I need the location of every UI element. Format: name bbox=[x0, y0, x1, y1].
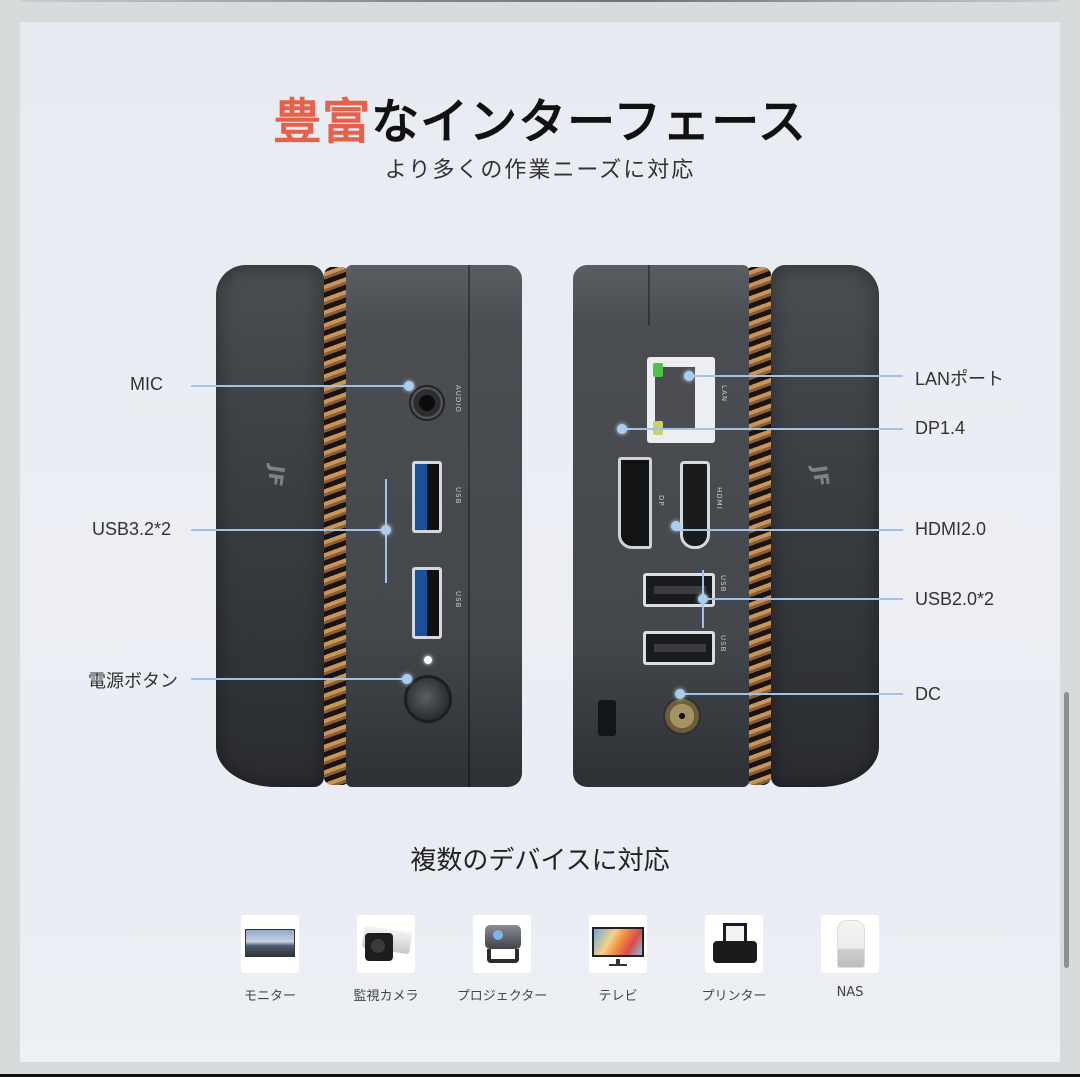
usb-port-label: USB bbox=[719, 575, 727, 593]
usb3-port-icon bbox=[412, 461, 442, 533]
brand-logo-icon: JF bbox=[807, 463, 835, 489]
security-lock-slot-icon bbox=[598, 700, 616, 736]
top-image-edge bbox=[20, 0, 1060, 2]
mini-pc-rear-view: JF LAN DP HDMI USB USB bbox=[573, 265, 879, 787]
power-led-icon bbox=[424, 656, 432, 664]
device-item-monitor: モニター bbox=[210, 915, 330, 1004]
title-rest: なインターフェース bbox=[371, 94, 807, 150]
device-label: モニター bbox=[243, 989, 296, 1004]
audio-jack-icon bbox=[409, 385, 445, 421]
callout-line-dp bbox=[622, 428, 903, 430]
callout-line-dc bbox=[682, 693, 903, 695]
device-label: 監視カメラ bbox=[353, 989, 419, 1004]
device-label: テレビ bbox=[598, 989, 638, 1004]
vertical-scrollbar[interactable] bbox=[1064, 692, 1069, 968]
audio-port-label: AUDIO bbox=[454, 385, 462, 413]
monitor-icon bbox=[241, 915, 299, 973]
callout-line-mic bbox=[191, 385, 413, 387]
nas-icon bbox=[821, 915, 879, 973]
callout-dot bbox=[402, 674, 412, 684]
supported-devices-list: モニター 監視カメラ プロジェクター テレビ bbox=[225, 915, 905, 1015]
usb-port-label: USB bbox=[719, 635, 727, 653]
brand-logo-icon: JF bbox=[262, 463, 290, 489]
title-accent: 豊富 bbox=[273, 94, 372, 150]
page-title: 豊富なインターフェース bbox=[20, 82, 1060, 152]
callout-dot bbox=[404, 381, 414, 391]
device-side-panel: JF bbox=[771, 265, 879, 787]
dc-jack-icon bbox=[663, 697, 701, 735]
supported-devices-title: 複数のデバイスに対応 bbox=[410, 846, 670, 876]
copper-fan-vent bbox=[745, 267, 771, 785]
printer-icon bbox=[705, 915, 763, 973]
callout-line-hdmi bbox=[677, 529, 903, 531]
lan-port-label: LAN bbox=[720, 385, 728, 403]
callout-dot bbox=[698, 594, 708, 604]
callout-line-usb20 bbox=[708, 598, 903, 600]
product-image: 豊富なインターフェース より多くの作業ニーズに対応 JF AUDIO USB U… bbox=[20, 22, 1060, 1062]
link-led bbox=[653, 363, 663, 377]
mini-pc-front-view: JF AUDIO USB USB bbox=[216, 265, 522, 787]
callout-label-usb20: USB2.0*2 bbox=[915, 589, 995, 609]
callout-label-dp: DP1.4 bbox=[915, 418, 966, 438]
callout-label-mic: MIC bbox=[130, 374, 163, 394]
callout-label-power: 電源ボタン bbox=[88, 671, 178, 691]
callout-label-usb32: USB3.2*2 bbox=[92, 519, 172, 539]
callout-label-dc: DC bbox=[915, 684, 941, 704]
callout-line-power bbox=[191, 678, 411, 680]
hdmi-port-label: HDMI bbox=[715, 487, 723, 510]
callout-dot bbox=[684, 371, 694, 381]
callout-dot bbox=[671, 521, 681, 531]
usb2-port-icon bbox=[643, 631, 715, 665]
device-item-security-camera: 監視カメラ bbox=[326, 915, 446, 1004]
security-camera-icon bbox=[357, 915, 415, 973]
device-item-printer: プリンター bbox=[674, 915, 794, 1004]
power-button-icon bbox=[404, 675, 452, 723]
device-label: NAS bbox=[836, 985, 864, 1000]
callout-label-lan: LANポート bbox=[915, 369, 1005, 389]
callout-dot bbox=[381, 525, 391, 535]
callout-line-usb32 bbox=[191, 529, 387, 531]
callout-line-lan bbox=[688, 375, 903, 377]
displayport-icon bbox=[618, 457, 652, 549]
callout-dot bbox=[675, 689, 685, 699]
device-label: プリンター bbox=[701, 989, 767, 1004]
usb-port-label: USB bbox=[454, 591, 462, 609]
tv-icon bbox=[589, 915, 647, 973]
device-item-nas: NAS bbox=[790, 915, 910, 1000]
callout-label-hdmi: HDMI2.0 bbox=[915, 519, 987, 539]
projector-icon bbox=[473, 915, 531, 973]
usb3-port-icon bbox=[412, 567, 442, 639]
device-side-panel: JF bbox=[216, 265, 324, 787]
hdmi-port-icon bbox=[680, 461, 710, 549]
usb-port-label: USB bbox=[454, 487, 462, 505]
bottom-edge bbox=[0, 1074, 1080, 1077]
dp-port-label: DP bbox=[657, 495, 665, 507]
callout-dot bbox=[617, 424, 627, 434]
panel-seam bbox=[648, 265, 650, 325]
device-item-projector: プロジェクター bbox=[442, 915, 562, 1004]
device-label: プロジェクター bbox=[456, 989, 548, 1004]
device-item-tv: テレビ bbox=[558, 915, 678, 1004]
ethernet-port-icon bbox=[647, 357, 715, 443]
page-subtitle: より多くの作業ニーズに対応 bbox=[384, 158, 696, 183]
panel-seam bbox=[468, 265, 470, 787]
copper-fan-vent bbox=[324, 267, 350, 785]
